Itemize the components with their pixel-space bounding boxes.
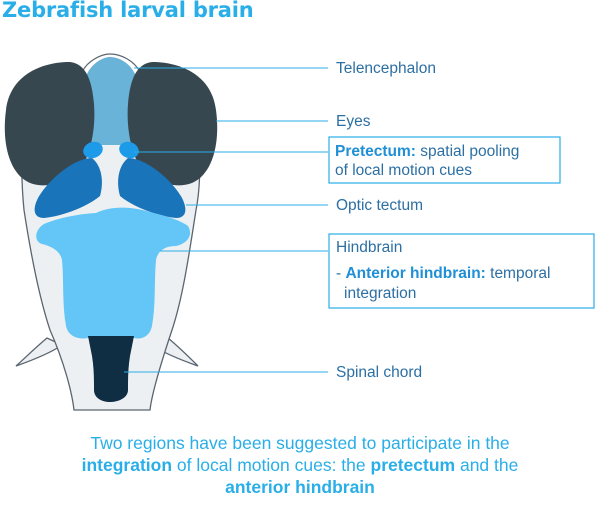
label-eyes: Eyes	[336, 113, 371, 130]
caption-integration: integration	[81, 455, 173, 475]
label-anterior-rest: temporal	[486, 265, 551, 282]
caption: Two regions have been suggested to parti…	[10, 432, 590, 498]
pretectum-left	[83, 141, 103, 159]
right-eye	[127, 62, 218, 186]
label-anterior-line2: integration	[344, 285, 416, 302]
label-optic-tectum: Optic tectum	[336, 197, 423, 214]
caption-line2-mid: of local motion cues: the	[172, 455, 371, 475]
caption-pretectum: pretectum	[370, 455, 456, 475]
telencephalon-region	[86, 57, 136, 145]
label-pretectum: Pretectum: spatial pooling	[335, 143, 519, 160]
caption-line2-end: and the	[455, 455, 519, 475]
spinal-chord-region	[88, 336, 134, 402]
label-pretectum-line2: of local motion cues	[335, 162, 472, 179]
label-telencephalon: Telencephalon	[336, 60, 436, 77]
label-spinal-chord: Spinal chord	[336, 364, 422, 381]
optic-tectum-right	[118, 158, 186, 218]
label-hindbrain: Hindbrain	[336, 239, 402, 256]
left-fin	[15, 337, 64, 367]
caption-anterior-hindbrain: anterior hindbrain	[225, 477, 375, 497]
pretectum-label-box	[328, 136, 561, 184]
label-anterior-hindbrain: - Anterior hindbrain: temporal	[336, 265, 550, 282]
telencephalon-outline	[81, 53, 141, 73]
pretectum-right	[119, 141, 139, 159]
label-anterior-prefix: -	[336, 265, 345, 282]
page-title: Zebrafish larval brain	[2, 0, 254, 22]
left-eye	[4, 62, 95, 186]
optic-tectum-left	[34, 158, 102, 218]
hindbrain-region	[36, 207, 191, 339]
caption-line1: Two regions have been suggested to parti…	[90, 433, 510, 453]
label-pretectum-rest: spatial pooling	[416, 143, 519, 160]
label-anterior-bold: Anterior hindbrain:	[345, 265, 485, 282]
label-pretectum-bold: Pretectum:	[335, 143, 416, 160]
hindbrain-label-box	[328, 233, 595, 309]
